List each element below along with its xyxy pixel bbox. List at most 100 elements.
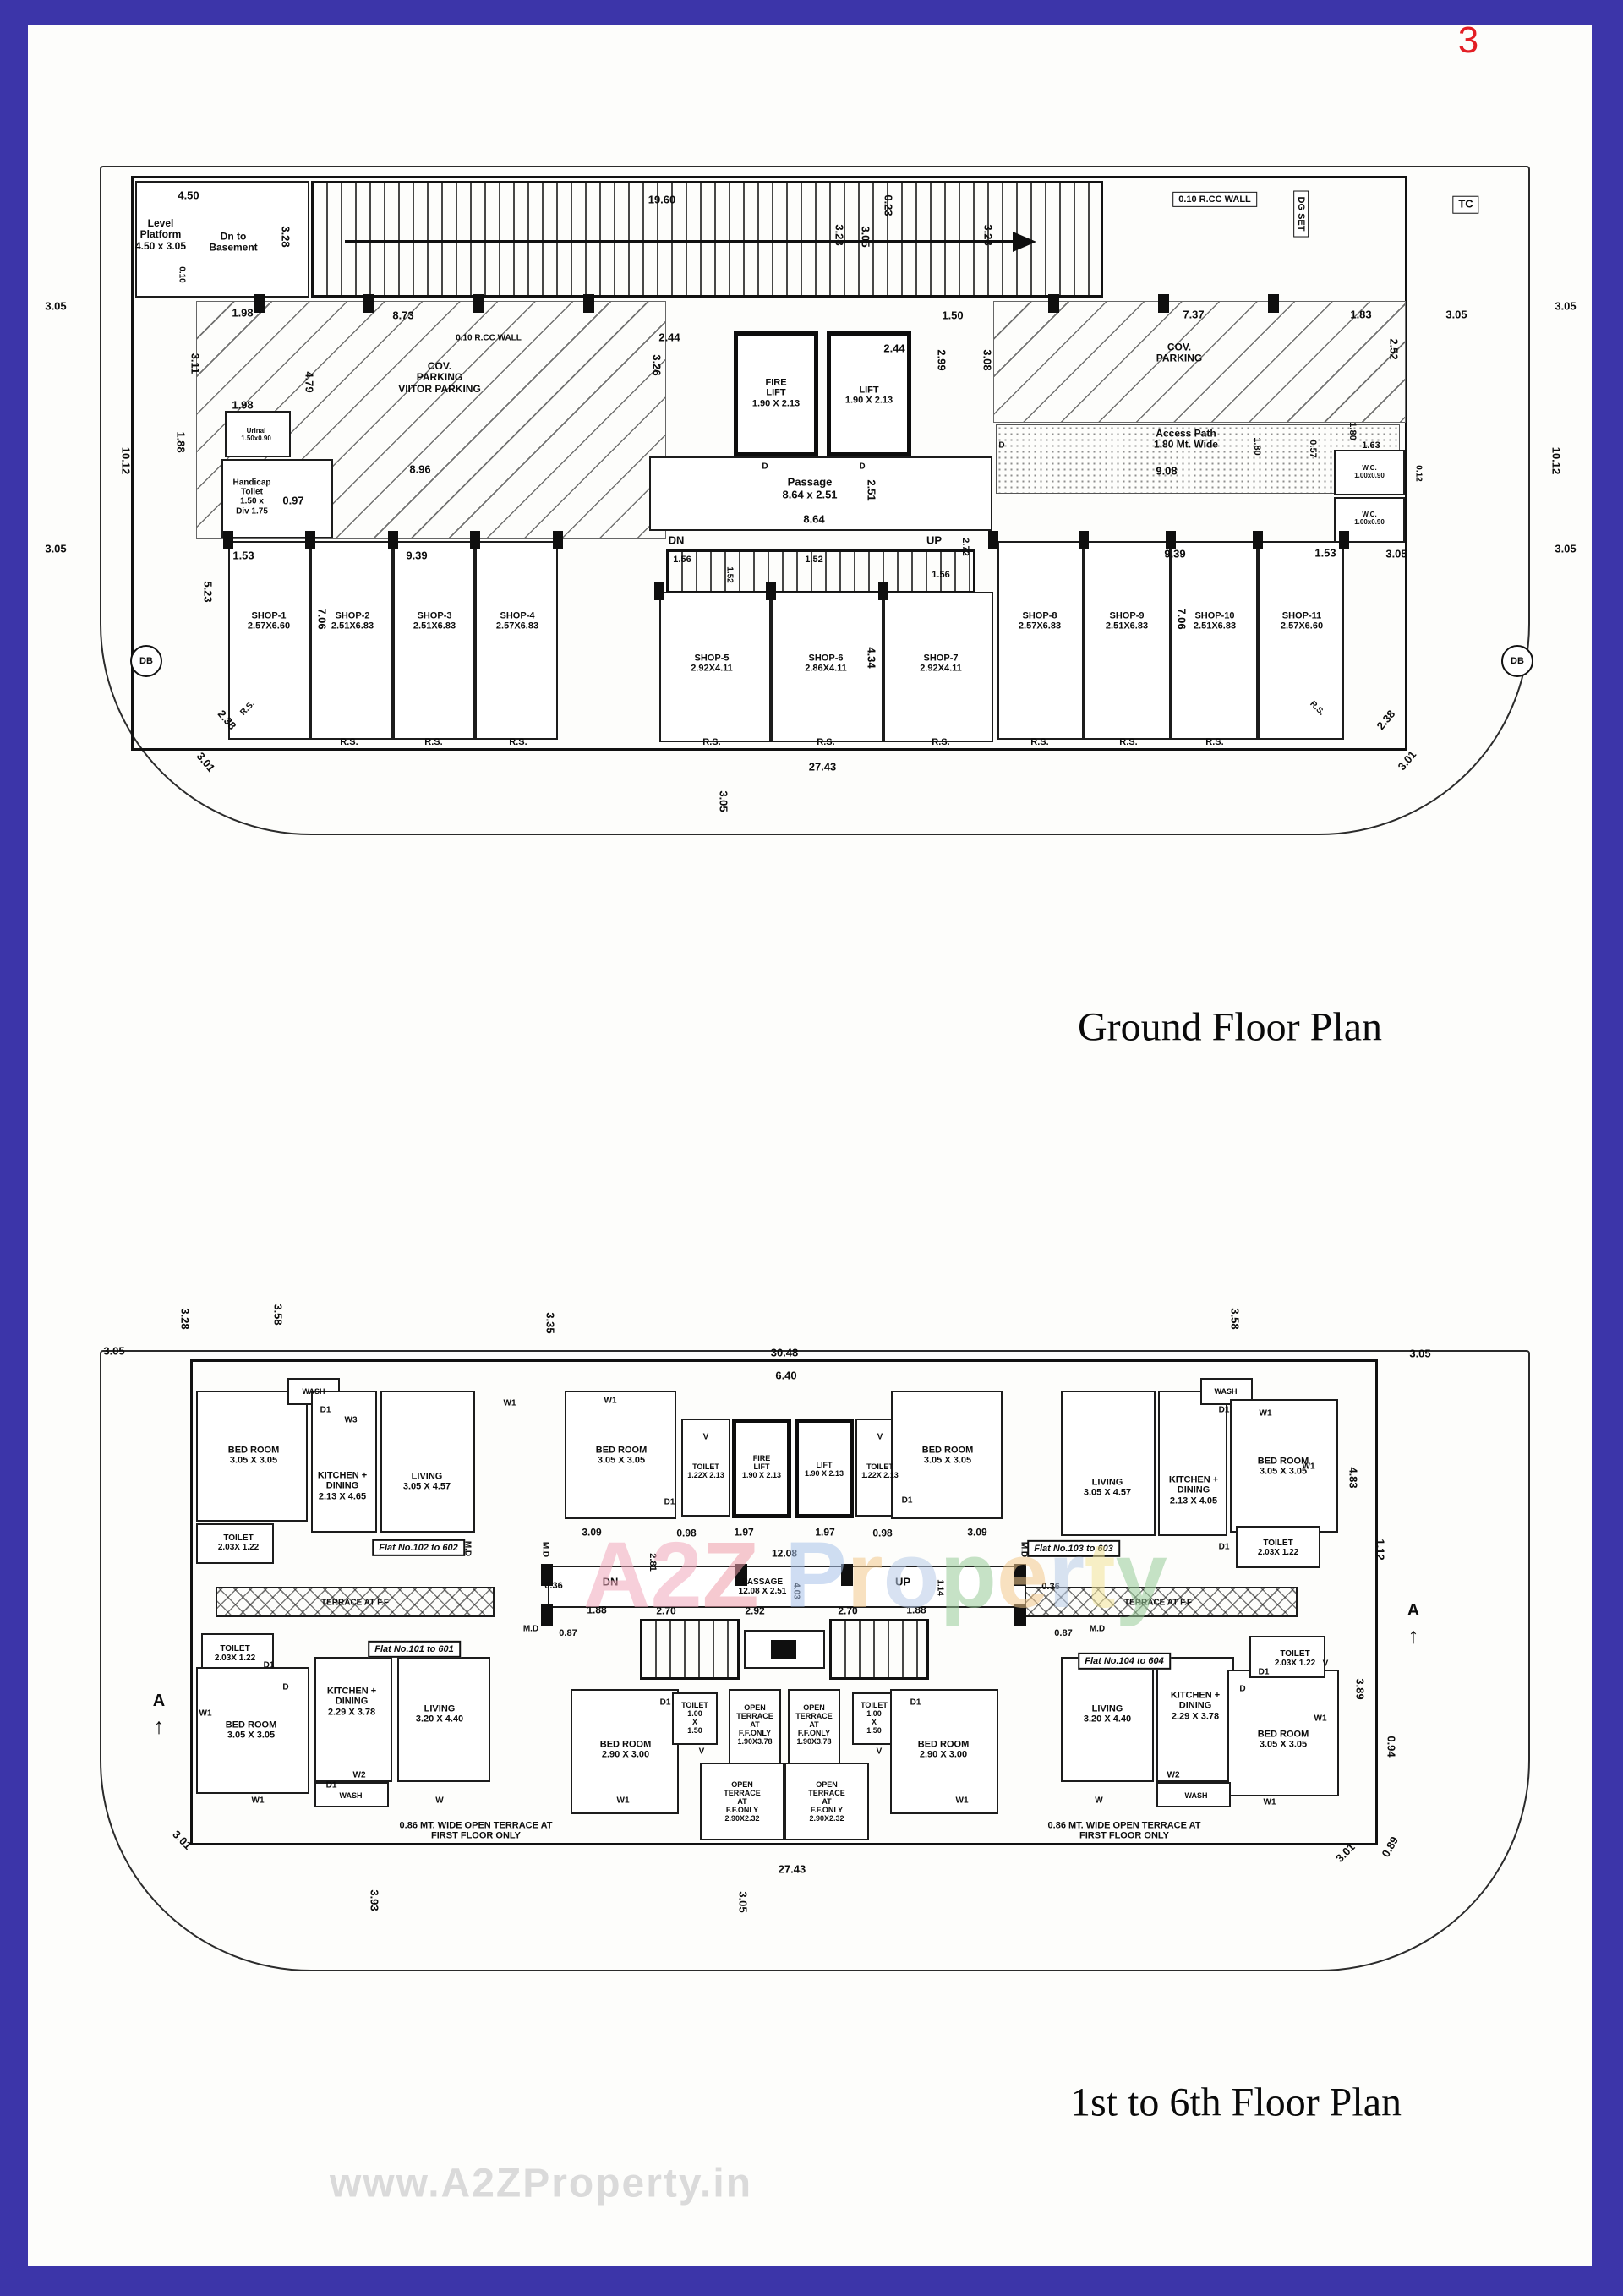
plan-label: Flat No.103 to 603 xyxy=(1027,1539,1120,1558)
plan-label: D1 xyxy=(263,1660,275,1670)
plan-label: D xyxy=(998,440,1005,451)
plan-block xyxy=(1158,1391,1227,1536)
plan-block xyxy=(1014,1564,1026,1586)
plan-block xyxy=(681,1419,730,1517)
plan-label: 3.05 xyxy=(717,790,730,812)
plan-label: 3.08 xyxy=(981,349,994,371)
plan-label: 0.94 xyxy=(1385,1736,1398,1758)
plan-label: DB xyxy=(1501,645,1533,677)
plan-label: 0.12 xyxy=(1413,465,1424,482)
plan-label: 3.89 xyxy=(1353,1678,1367,1700)
plan-label: 1.88 xyxy=(174,431,188,453)
plan-label: D xyxy=(859,462,866,472)
plan-label: 7.06 xyxy=(315,608,329,630)
plan-label: 3.05 xyxy=(1555,299,1577,313)
plan-label: SHOP-6 2.86X4.11 xyxy=(805,653,847,674)
plan-label: 0.98 xyxy=(676,1527,697,1539)
plan-label: D1 xyxy=(910,1697,921,1708)
plan-block xyxy=(388,531,398,549)
plan-label: 0.86 MT. WIDE OPEN TERRACE AT FIRST FLOO… xyxy=(399,1820,553,1841)
plan-label: 12.08 xyxy=(771,1547,798,1560)
plan-label: 0.87 xyxy=(559,1627,577,1638)
plan-block xyxy=(784,1763,869,1840)
plan-block xyxy=(1084,541,1171,740)
plan-label: D xyxy=(762,462,768,472)
plan-label: W2 xyxy=(352,1770,366,1780)
plan-label: 0.36 xyxy=(544,1580,563,1591)
plan-block xyxy=(1061,1391,1156,1536)
plan-label: 3.05 xyxy=(1555,542,1577,555)
plan-label: 4.83 xyxy=(1347,1467,1360,1489)
plan-block xyxy=(475,541,558,740)
plan-label: R.S. xyxy=(424,736,443,747)
plan-block xyxy=(654,582,664,600)
plan-label: 2.51 xyxy=(865,479,878,501)
plan-block xyxy=(996,424,1400,494)
plan-label: BED ROOM 3.05 X 3.05 xyxy=(1257,1729,1309,1750)
plan-block xyxy=(1227,1670,1339,1796)
plan-label: TOILET 1.22X 2.13 xyxy=(687,1462,724,1479)
plan-label: KITCHEN + DINING 2.29 X 3.78 xyxy=(1170,1690,1221,1722)
plan-label: D1 xyxy=(901,1495,913,1506)
plan-block xyxy=(640,1619,740,1680)
plan-block xyxy=(841,1564,853,1586)
plan-label: R.S. xyxy=(1119,736,1138,747)
plan-label: W1 xyxy=(503,1398,516,1408)
plan-label: SHOP-4 2.57X6.83 xyxy=(495,610,539,631)
plan-label: 1.14 xyxy=(935,1579,945,1596)
plan-block xyxy=(788,1689,840,1772)
plan-label: W xyxy=(1095,1796,1103,1806)
plan-label: 0.97 xyxy=(282,494,304,507)
plan-block xyxy=(771,592,883,742)
plan-label: D1 xyxy=(659,1697,671,1708)
plan-block xyxy=(135,181,309,298)
plan-label: R.S. xyxy=(817,736,835,747)
plan-block xyxy=(829,1619,929,1680)
plan-label: 5.23 xyxy=(201,581,215,603)
plan-label: TOILET 1.00 X 1.50 xyxy=(861,1700,888,1736)
plan-label: 1.83 xyxy=(1350,308,1372,321)
plan-label: M.D xyxy=(1089,1624,1106,1634)
plan-block xyxy=(314,1782,389,1807)
plan-block xyxy=(1158,294,1169,313)
plan-label: W1 xyxy=(199,1708,212,1719)
plan-block xyxy=(1061,1657,1154,1782)
plan-label: OPEN TERRACE AT F.F.ONLY 2.90X2.32 xyxy=(808,1779,845,1823)
plan-block xyxy=(223,531,233,549)
plan-label: SHOP-3 2.51X6.83 xyxy=(413,610,456,631)
plan-label: LIFT 1.90 X 2.13 xyxy=(804,1460,844,1478)
plan-label: LIVING 3.05 X 4.57 xyxy=(402,1471,451,1492)
plan-label: OPEN TERRACE AT F.F.ONLY 1.90X3.78 xyxy=(795,1703,833,1747)
plan-label: D1 xyxy=(1258,1667,1270,1677)
plan-label: LIFT 1.90 X 2.13 xyxy=(844,385,893,406)
plan-label: 3.28 xyxy=(833,224,846,246)
plan-label: 3.09 xyxy=(967,1526,987,1539)
plan-block xyxy=(1236,1526,1320,1568)
plan-label: 3.93 xyxy=(368,1889,381,1911)
plan-block xyxy=(1253,531,1263,549)
plan-label: DN xyxy=(668,533,685,547)
plan-label: 9.39 xyxy=(406,549,428,562)
plan-label: BED ROOM 3.05 X 3.05 xyxy=(595,1445,648,1466)
plan-block xyxy=(397,1657,490,1782)
plan-label: 6.40 xyxy=(775,1369,797,1382)
plan-label: R.S. xyxy=(509,736,527,747)
plan-label: DG SET xyxy=(1292,190,1309,238)
plan-label: 2.81 xyxy=(648,1553,658,1572)
plan-label: W1 xyxy=(955,1796,969,1806)
plan-label: TOILET 2.03X 1.22 xyxy=(214,1643,256,1663)
plan-label: 1.53 xyxy=(232,549,254,562)
plan-block xyxy=(305,531,315,549)
plan-label: W xyxy=(435,1796,444,1806)
plan-label: W.C. 1.00x0.90 xyxy=(1354,464,1385,479)
plan-label: KITCHEN + DINING 2.29 X 3.78 xyxy=(326,1686,377,1718)
plan-label: 3.05 xyxy=(45,542,67,555)
plan-label: 1.88 xyxy=(587,1604,607,1616)
plan-block xyxy=(993,301,1406,423)
plan-label: SHOP-8 2.57X6.83 xyxy=(1018,610,1062,631)
plan-block xyxy=(1166,531,1176,549)
plan-block xyxy=(1014,1604,1026,1626)
plan-label: 19.60 xyxy=(648,193,676,206)
plan-label: FIRE LIFT 1.90 X 2.13 xyxy=(741,1453,782,1480)
